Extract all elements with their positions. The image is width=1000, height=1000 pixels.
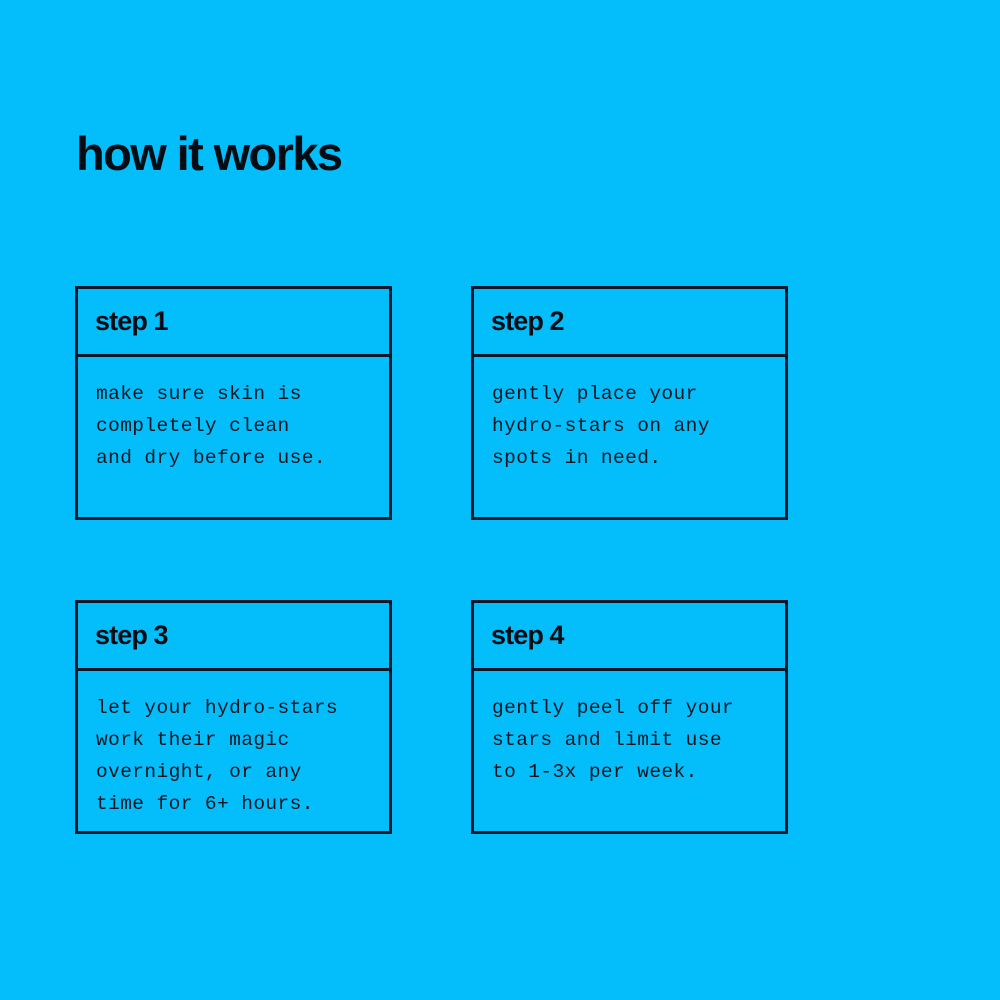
steps-grid: step 1 make sure skin is completely clea… (75, 286, 788, 834)
step-card-3-line: work their magic (96, 729, 290, 751)
step-card-4: step 4 gently peel off your stars and li… (471, 600, 788, 834)
step-card-3-header: step 3 (78, 603, 389, 671)
step-card-1-line: and dry before use. (96, 447, 326, 469)
step-card-1-body: make sure skin is completely clean and d… (78, 357, 389, 517)
step-card-2-line: gently place your (492, 383, 698, 405)
step-card-2-body: gently place your hydro-stars on any spo… (474, 357, 785, 517)
step-card-3-line: overnight, or any (96, 761, 302, 783)
step-card-3: step 3 let your hydro-stars work their m… (75, 600, 392, 834)
step-card-4-line: to 1-3x per week. (492, 761, 698, 783)
step-card-1-header: step 1 (78, 289, 389, 357)
step-card-4-label: step 4 (491, 620, 565, 650)
step-card-3-label: step 3 (95, 620, 169, 650)
step-card-3-line: let your hydro-stars (96, 697, 339, 719)
step-card-4-line: stars and limit use (492, 729, 722, 751)
step-card-2-header: step 2 (474, 289, 785, 357)
step-card-1-label: step 1 (95, 306, 169, 336)
step-card-2-line: hydro-stars on any (492, 415, 710, 437)
step-card-1-line: completely clean (96, 415, 290, 437)
step-card-1: step 1 make sure skin is completely clea… (75, 286, 392, 520)
step-card-4-body: gently peel off your stars and limit use… (474, 671, 785, 831)
step-card-4-line: gently peel off your (492, 697, 735, 719)
step-card-4-header: step 4 (474, 603, 785, 671)
page-title: how it works (76, 127, 343, 181)
step-card-2-line: spots in need. (492, 447, 662, 469)
step-card-2-label: step 2 (491, 306, 565, 336)
step-card-2: step 2 gently place your hydro-stars on … (471, 286, 788, 520)
step-card-1-line: make sure skin is (96, 383, 302, 405)
step-card-3-line: time for 6+ hours. (96, 793, 314, 815)
step-card-3-body: let your hydro-stars work their magic ov… (78, 671, 389, 834)
